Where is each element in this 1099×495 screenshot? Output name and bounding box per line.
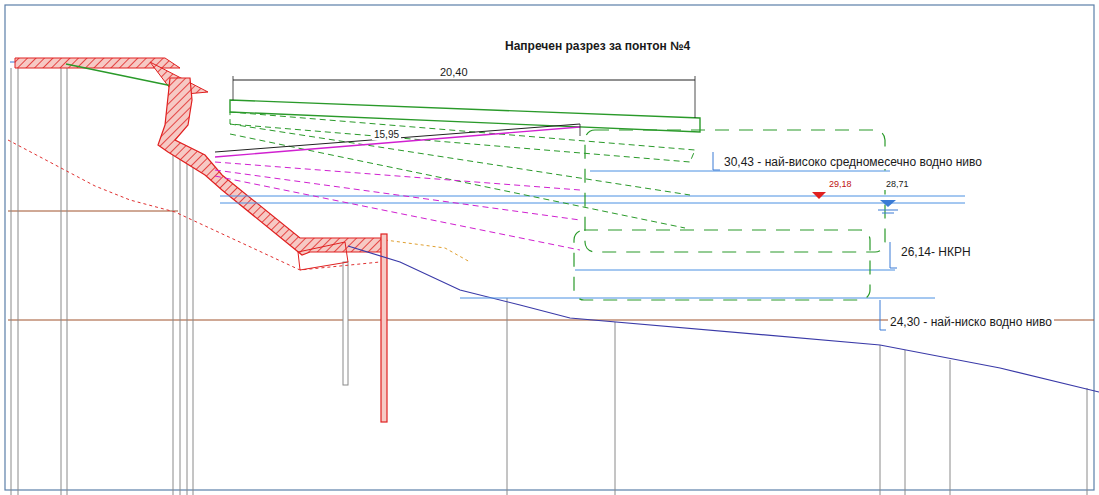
pontoon-high	[585, 130, 885, 252]
dimension-label: 20,40	[438, 66, 470, 78]
level-marker	[812, 192, 826, 199]
dimension-tick	[580, 124, 581, 136]
pontoon-low	[574, 230, 870, 300]
piles	[11, 62, 1087, 495]
access-line	[66, 64, 182, 88]
level-mark: 29,18	[827, 180, 854, 190]
seabed	[348, 246, 1099, 392]
sheet-pile	[381, 234, 387, 422]
water-level-label: 26,14- НКРН	[899, 246, 973, 259]
water-level-label: 24,30 - най-ниско водно ниво	[888, 316, 1054, 329]
toe	[298, 242, 348, 270]
frame	[5, 5, 1094, 490]
gangway	[230, 76, 700, 132]
dimension-line	[215, 124, 580, 152]
ground-line	[8, 211, 178, 212]
drawing-title: Напречен разрез за понтон №4	[505, 40, 690, 53]
water-symbol	[880, 200, 896, 207]
gangway-short-positions	[215, 162, 580, 250]
level-mark: 28,71	[884, 180, 911, 190]
gangway-short	[215, 127, 580, 157]
water-symbol	[882, 213, 894, 214]
dimension-label: 15,95	[372, 129, 401, 140]
level-leaders	[713, 152, 897, 330]
fill-line	[385, 240, 470, 262]
water-levels	[220, 171, 965, 298]
water-level-label: 30,43 - най-високо средномесечно водно н…	[722, 156, 984, 169]
water-symbol	[878, 210, 898, 211]
